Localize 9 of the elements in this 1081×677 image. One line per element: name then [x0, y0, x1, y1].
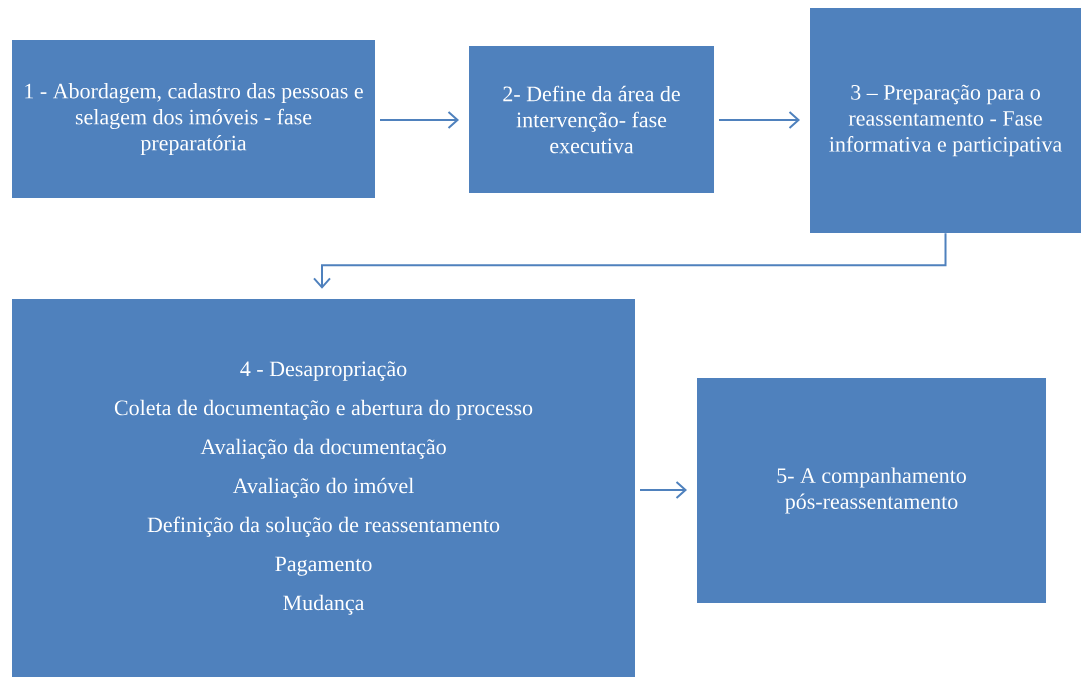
- process-box: 3 – Preparação para o reassentamento - Fase informativa e participativa: [810, 8, 1081, 233]
- process-box: 4 - Desapropriação Coleta de documentação e abertura do processo Avaliação da documentação Avaliação do imóvel Definição da solução de reassentamento Pagamento Mudança: [12, 299, 635, 677]
- arrow: [379, 111, 459, 129]
- arrow: [639, 481, 687, 499]
- process-box: 2- Define da área de intervenção- fase executiva: [469, 46, 714, 193]
- process-box: 5- A companhamento pós-reassentamento: [697, 378, 1046, 603]
- arrow: [718, 111, 800, 129]
- process-box: 1 - Abordagem, cadastro das pessoas e selagem dos imóveis - fase preparatória: [12, 40, 375, 198]
- arrow: [313, 232, 947, 289]
